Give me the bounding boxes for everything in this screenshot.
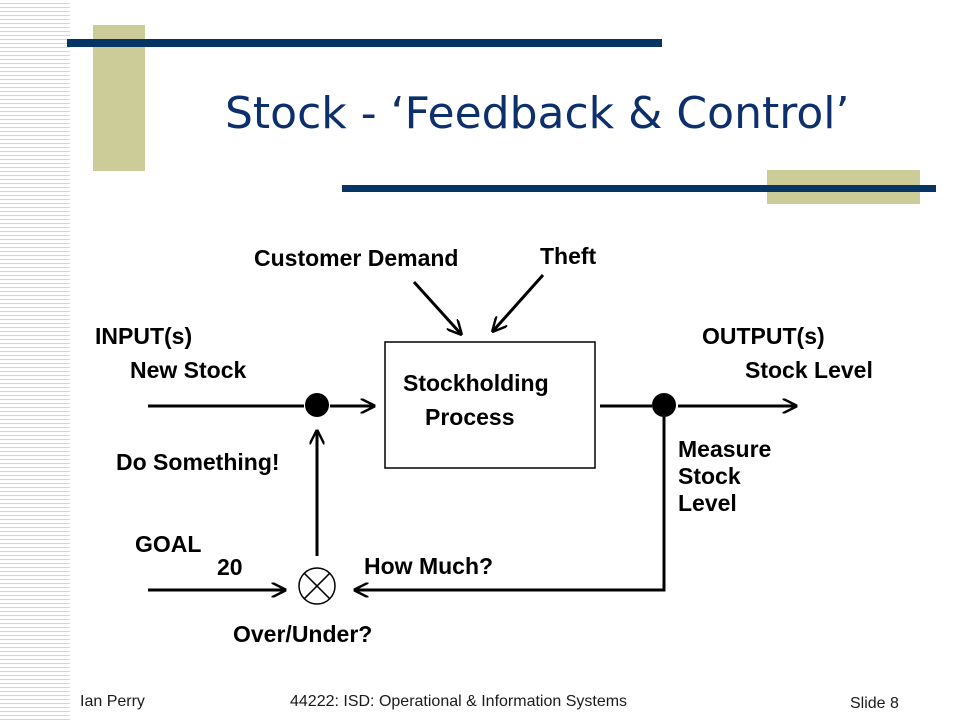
customer-demand-label: Customer Demand [254,245,458,271]
over-under-label: Over/Under? [233,621,372,647]
slide-title: Stock - ‘Feedback & Control’ [225,88,850,139]
customer-demand-arrow [412,280,461,334]
navy-rule-bottom [342,185,936,192]
striped-side-margin [0,0,70,720]
do-something-label: Do Something! [116,449,280,475]
output-item: Stock Level [745,357,873,383]
measure-label-line2: Stock [678,463,741,489]
goal-value: 20 [217,554,243,580]
input-junction-dot [305,393,329,417]
output-heading: OUTPUT(s) [702,323,825,349]
input-item: New Stock [130,357,247,383]
footer-author: Ian Perry [80,693,145,710]
measure-feedback-line [355,417,666,590]
theft-arrow [493,274,545,331]
input-heading: INPUT(s) [95,323,192,349]
footer-slide-number: Slide 8 [850,695,899,712]
process-label-line2: Process [425,404,515,430]
tan-accent-block-top [93,25,145,171]
measure-label-line3: Level [678,490,737,516]
process-label-line1: Stockholding [403,370,549,396]
footer-course: 44222: ISD: Operational & Information Sy… [290,693,628,710]
how-much-label: How Much? [364,553,493,579]
theft-label: Theft [540,243,597,269]
goal-label: GOAL [135,531,201,557]
stockholding-process-box [384,341,596,469]
output-junction-dot [652,393,676,417]
measure-label-line1: Measure [678,436,771,462]
comparator-icon [298,567,336,605]
navy-rule-top [67,39,662,47]
